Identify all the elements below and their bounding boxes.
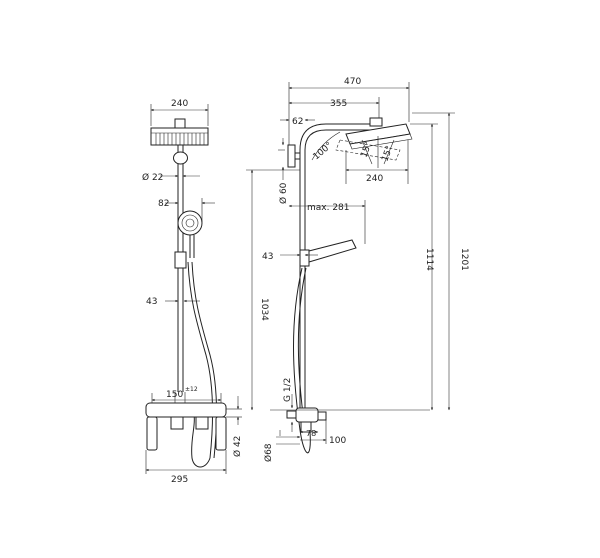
shower-hose bbox=[187, 261, 214, 468]
dim-head-240: 240 bbox=[366, 174, 383, 184]
dim-dia-42: Ø 42 bbox=[232, 436, 243, 457]
dim-dia-60: Ø 60 bbox=[278, 182, 289, 204]
front-dimensions: 240 Ø 22 82 43 150 ±12 Ø 4 bbox=[142, 99, 243, 485]
dim-depth-78: 78 bbox=[306, 429, 316, 438]
dim-depth-100: 100 bbox=[329, 436, 346, 446]
dim-arm-470: 470 bbox=[344, 77, 361, 87]
dim-offset-43: 43 bbox=[146, 297, 157, 307]
dim-angle-100: 100° bbox=[312, 141, 335, 163]
dim-dia-22: Ø 22 bbox=[142, 172, 163, 183]
shower-arm bbox=[299, 117, 383, 410]
overhead-shower-head-side bbox=[335, 123, 413, 161]
hand-shower bbox=[177, 210, 203, 258]
dim-width-295: 295 bbox=[171, 475, 188, 485]
dim-tilt-15-right: 15° bbox=[380, 145, 395, 163]
dim-thread-g12: G 1/2 bbox=[283, 378, 293, 402]
dim-tolerance-12: ±12 bbox=[185, 386, 198, 393]
riser-pipe bbox=[173, 145, 188, 392]
side-dimensions: 470 355 62 100° 15° 15° 240 bbox=[246, 77, 469, 462]
dim-side-offset-43: 43 bbox=[262, 252, 273, 262]
dim-width-240: 240 bbox=[171, 99, 188, 109]
dim-offset-62: 62 bbox=[292, 117, 303, 127]
dim-max-281: max. 281 bbox=[307, 203, 350, 213]
dim-height-1201: 1201 bbox=[459, 248, 469, 271]
dim-height-1034: 1034 bbox=[259, 298, 269, 321]
dim-spacing-150: 150 bbox=[166, 390, 183, 400]
thermostat-mixer bbox=[145, 392, 227, 451]
dim-handshower-82: 82 bbox=[158, 199, 169, 209]
wall-bracket bbox=[287, 144, 300, 168]
dim-dia-68: Ø68 bbox=[263, 443, 274, 462]
front-view: 240 Ø 22 82 43 150 ±12 Ø 4 bbox=[142, 99, 243, 485]
hand-shower-side bbox=[299, 239, 357, 267]
overhead-shower-head bbox=[150, 118, 209, 146]
side-view: 470 355 62 100° 15° 15° 240 bbox=[246, 77, 469, 462]
dim-arm-355: 355 bbox=[330, 99, 347, 109]
dim-height-1114: 1114 bbox=[424, 248, 434, 271]
